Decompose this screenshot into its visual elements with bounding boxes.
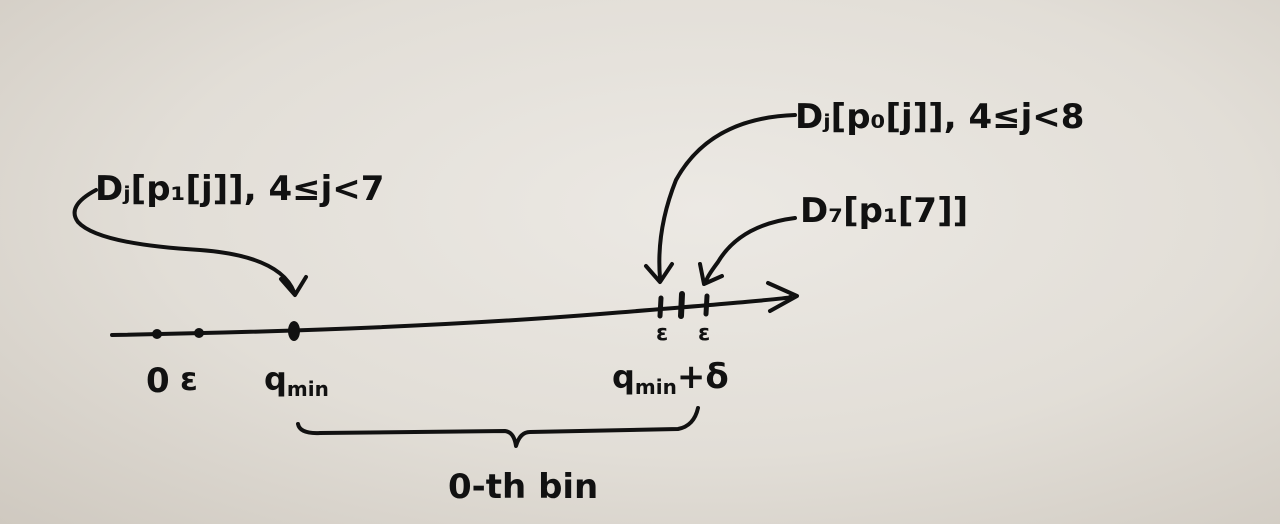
arrow-middle-right: [704, 216, 797, 284]
arrow-middle-right-head: [698, 262, 724, 286]
number-line-arrowhead: [766, 281, 799, 313]
label-qmin-delta: qmin+δ: [612, 357, 729, 399]
label-eps-right-1: ε: [656, 321, 668, 346]
annotation-top-left: Dⱼ[p₁[j]], 4≤j<7: [95, 169, 384, 209]
annotation-middle-right: D₇[p₁[7]]: [800, 191, 968, 231]
annotation-top-right: Dⱼ[p₀[j]], 4≤j<8: [795, 97, 1084, 137]
arrow-top-left-head: [279, 275, 308, 297]
point-origin: [152, 329, 162, 339]
label-eps-right-2: ε: [698, 321, 710, 346]
bin-brace: [296, 406, 700, 448]
label-qmin: qmin: [264, 360, 329, 401]
label-origin: 0: [146, 361, 170, 401]
tick-left-epsilon: [657, 295, 664, 319]
point-epsilon: [194, 328, 204, 338]
tick-qmin-delta: [678, 291, 685, 319]
tick-right-epsilon: [703, 293, 710, 317]
point-qmin: [288, 321, 300, 341]
arrow-top-left: [72, 188, 296, 294]
label-epsilon: ε: [180, 360, 198, 398]
number-line: [110, 295, 793, 337]
arrow-top-right: [657, 113, 797, 280]
label-bin: 0-th bin: [448, 467, 598, 507]
arrow-top-right-head: [644, 262, 674, 284]
